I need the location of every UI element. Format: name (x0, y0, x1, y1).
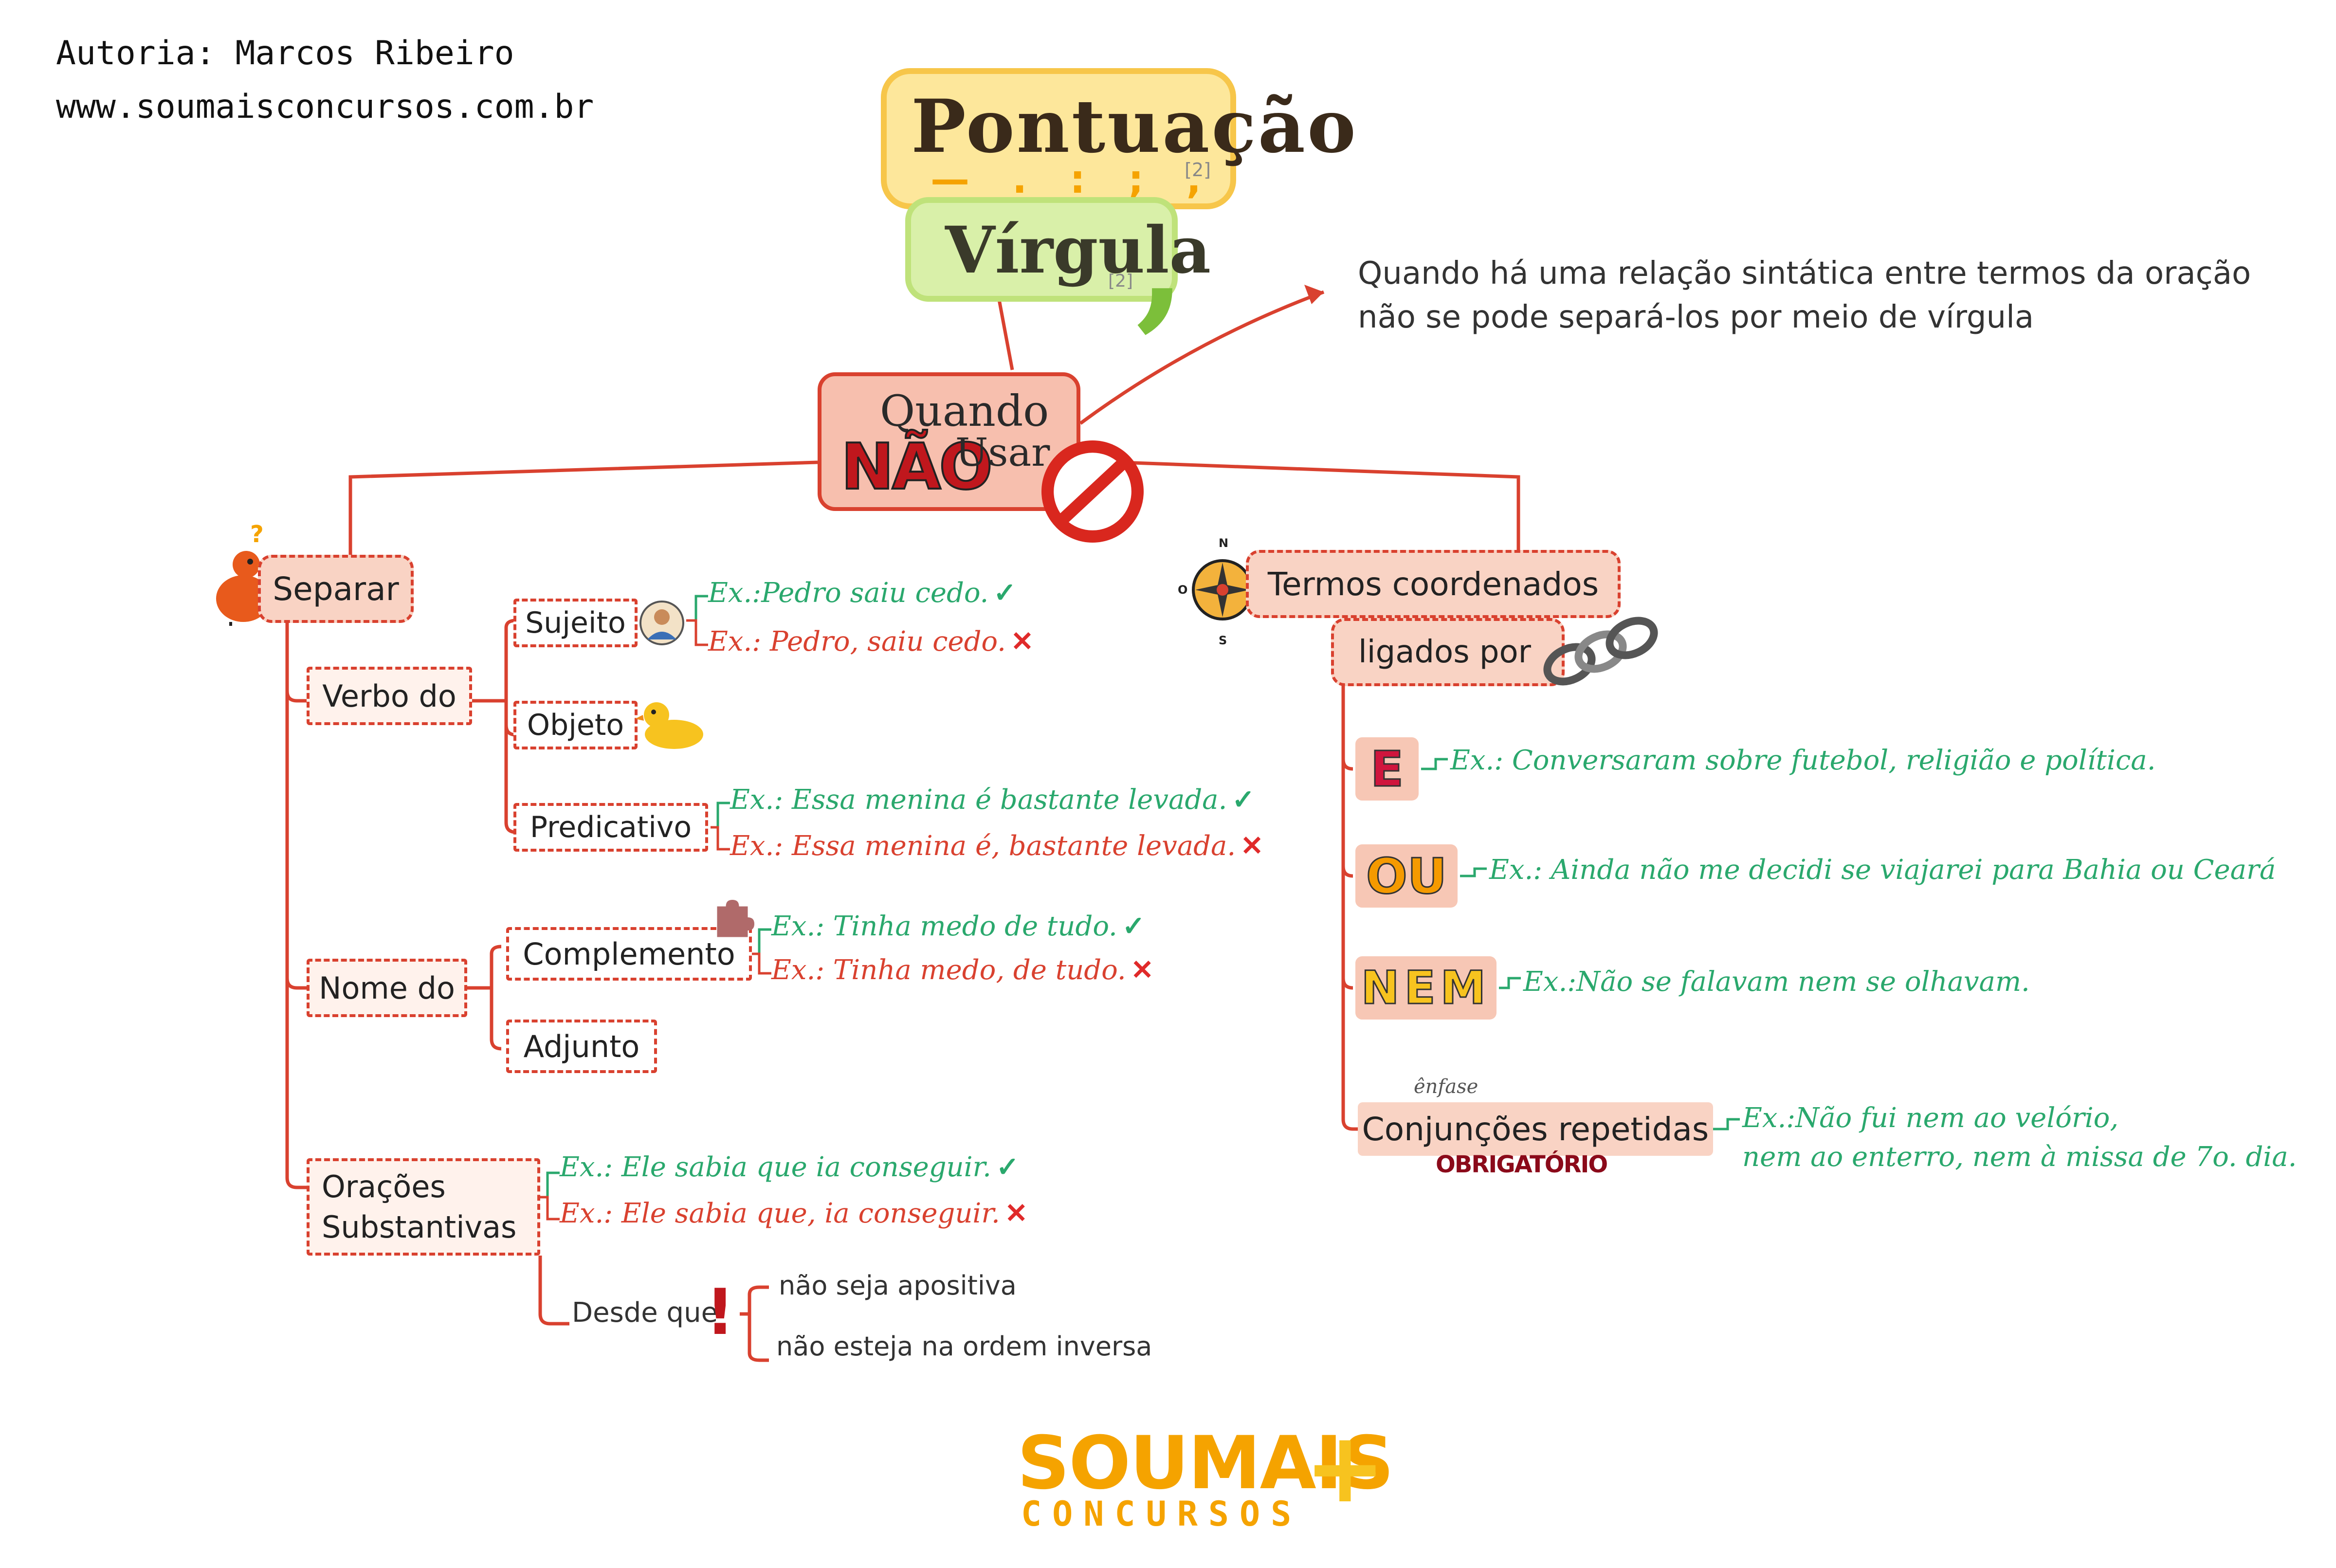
svg-text:?: ? (250, 521, 264, 548)
repetidas-example-2: nem ao enterro, nem à missa de 7o. dia. (1742, 1141, 2297, 1173)
adjunto-node[interactable]: Adjunto (506, 1020, 657, 1073)
oracoes-node[interactable]: Orações Substantivas (307, 1158, 540, 1256)
predicativo-ex-ok: Ex.: Essa menina é bastante levada.✓ (730, 784, 1255, 816)
website-text[interactable]: www.soumaisconcursos.com.br (56, 88, 594, 126)
sujeito-ex-ok: Ex.:Pedro saiu cedo.✓ (708, 577, 1017, 609)
central-line1: Quando (880, 386, 1049, 436)
central-node[interactable]: Quando NÃO Usar (818, 372, 1080, 511)
check-icon: ✓ (1232, 784, 1255, 816)
conj-e-example: Ex.: Conversaram sobre futebol, religião… (1450, 745, 2156, 776)
conj-ou-example: Ex.: Ainda não me decidi se viajarei par… (1489, 854, 2276, 886)
complemento-node[interactable]: Complemento (506, 927, 752, 981)
logo-bottom: CONCURSOS (1021, 1494, 1302, 1534)
objeto-node[interactable]: Objeto (513, 701, 638, 749)
sujeito-ex-bad: Ex.: Pedro, saiu cedo.✕ (708, 625, 1034, 657)
conj-nem: NEM (1355, 956, 1496, 1020)
conj-ou: OU (1355, 844, 1458, 908)
oracoes-label1: Orações (322, 1169, 446, 1204)
comma-glyph: , (1135, 174, 1186, 346)
condition-1: não seja apositiva (779, 1270, 1017, 1301)
exclamation-icon: ! (706, 1275, 735, 1349)
person-icon (639, 601, 684, 645)
complemento-ex-bad: Ex.: Tinha medo, de tudo.✕ (771, 954, 1154, 986)
subtitle: Vírgula (945, 213, 1211, 288)
puzzle-icon (717, 900, 754, 937)
enfase-label: ênfase (1414, 1076, 1478, 1098)
sujeito-node[interactable]: Sujeito (513, 599, 638, 647)
check-icon: ✓ (993, 577, 1017, 609)
check-icon: ✓ (996, 1151, 1019, 1183)
desde-que-label: Desde que (572, 1297, 718, 1329)
logo-plus: + (1304, 1411, 1386, 1525)
bird-icon: ? (216, 521, 271, 626)
oracoes-ex-ok: Ex.: Ele sabia que ia conseguir.✓ (560, 1151, 1019, 1183)
conjuncoes-repetidas-node[interactable]: Conjunções repetidas (1358, 1102, 1713, 1156)
punctuation-marks: — . : ; , (931, 157, 1216, 202)
verbo-do-node[interactable]: Verbo do (307, 667, 472, 725)
separar-node[interactable]: Separar (258, 555, 414, 623)
cross-icon: ✕ (1241, 830, 1264, 862)
obrigatorio-badge: OBRIGATÓRIO (1436, 1151, 1608, 1178)
central-line3: Usar (955, 430, 1050, 475)
chain-icon (1543, 617, 1658, 686)
nome-do-node[interactable]: Nome do (307, 959, 467, 1017)
title-box: Pontuação — . : ; , [2] (881, 68, 1356, 209)
title-ref: [2] (1185, 159, 1211, 181)
conj-nem-example: Ex.:Não se falavam nem se olhavam. (1523, 966, 2030, 998)
rule-line2: não se pode separá-los por meio de vírgu… (1358, 299, 2034, 335)
conj-e: E (1355, 737, 1419, 801)
brand-logo: SOUMAIS + CONCURSOS (1017, 1411, 1406, 1538)
oracoes-label2: Substantivas (322, 1209, 517, 1245)
condition-2: não esteja na ordem inversa (776, 1331, 1152, 1362)
duck-icon (635, 702, 703, 749)
subtitle-ref: [2] (1108, 271, 1133, 291)
cross-icon: ✕ (1131, 954, 1154, 986)
termos-node[interactable]: Termos coordenados (1246, 550, 1621, 618)
page-title: Pontuação (911, 84, 1358, 169)
compass-n: N (1219, 536, 1228, 550)
cross-icon: ✕ (1004, 1197, 1028, 1229)
subtitle-box: Vírgula , [2] (905, 174, 1211, 346)
complemento-ex-ok: Ex.: Tinha medo de tudo.✓ (771, 910, 1145, 942)
repetidas-example-1: Ex.:Não fui nem ao velório, (1742, 1102, 2119, 1134)
logo-top: SOUMAIS (1017, 1421, 1394, 1506)
rule-line1: Quando há uma relação sintática entre te… (1358, 255, 2251, 292)
check-icon: ✓ (1122, 910, 1145, 942)
author-text: Autoria: Marcos Ribeiro (56, 34, 514, 73)
predicativo-node[interactable]: Predicativo (513, 803, 708, 852)
oracoes-ex-bad: Ex.: Ele sabia que, ia conseguir.✕ (560, 1197, 1028, 1229)
central-line2: NÃO (840, 429, 994, 505)
cross-icon: ✕ (1010, 625, 1034, 657)
predicativo-ex-bad: Ex.: Essa menina é, bastante levada.✕ (730, 830, 1264, 862)
compass-w: O (1178, 583, 1187, 597)
prohibited-icon (1041, 440, 1144, 543)
ligados-node[interactable]: ligados por (1331, 618, 1565, 686)
compass-s: S (1219, 634, 1227, 647)
